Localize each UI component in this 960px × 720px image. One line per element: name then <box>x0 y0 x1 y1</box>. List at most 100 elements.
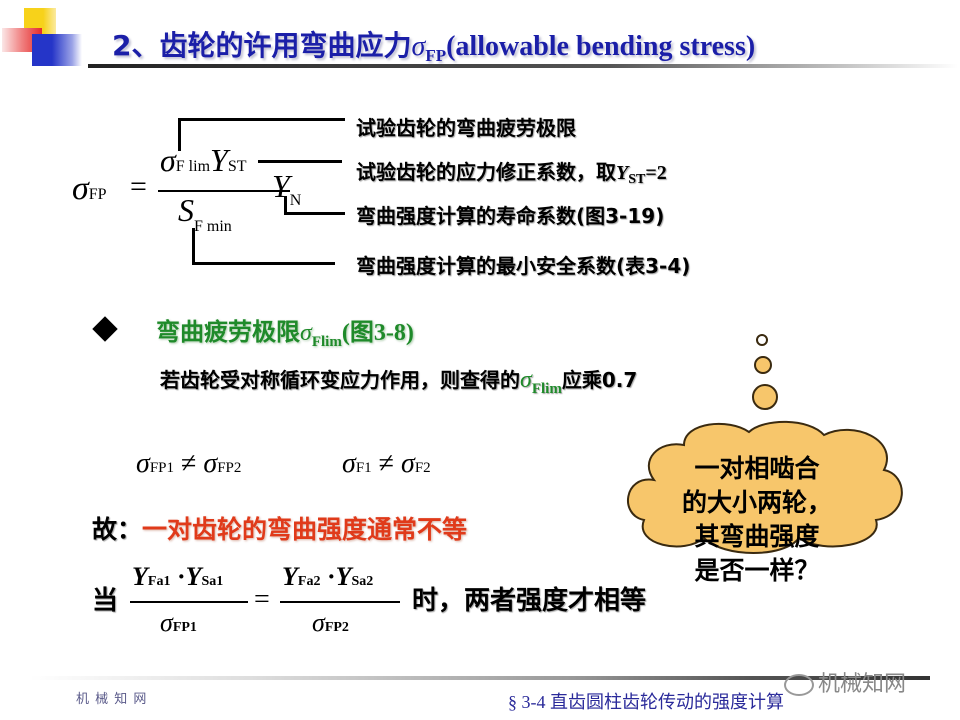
y-fa1-sub: Fa1 <box>147 574 171 589</box>
annotation-yn: 弯曲强度计算的寿命系数(图3-19) <box>356 204 665 228</box>
bracket-yst <box>258 160 342 163</box>
formula-equals: = <box>130 170 147 203</box>
ineq-op: ≠ <box>181 448 197 479</box>
inequality-f: σF1 ≠ σF2 <box>342 448 431 480</box>
y-fa1: Y <box>132 562 148 591</box>
bracket-flim <box>178 118 345 151</box>
watermark-text: 机械知网 <box>818 672 907 697</box>
condition-left-denominator: σFP1 <box>160 608 197 638</box>
annotation-yst-sub: ST <box>628 172 646 187</box>
sigma-symbol: σ <box>72 170 89 207</box>
bracket-yn <box>284 196 345 215</box>
thought-dot-large <box>752 384 778 410</box>
ineq-a-sub: F1 <box>355 460 372 476</box>
sigma-fp1: σ <box>160 608 173 637</box>
bullet-note: 若齿轮受对称循环变应力作用，则查得的σFlim应乘0.7 <box>160 364 637 398</box>
thought-dot-medium <box>754 356 772 374</box>
note-sym: σ <box>520 367 532 393</box>
callout-line: 一对相啮合 <box>694 454 820 483</box>
bullet-heading: 弯曲疲劳极限σFlim(图3-8) <box>156 312 414 351</box>
annotation-flim: 试验齿轮的弯曲疲劳极限 <box>356 116 576 140</box>
fraction-line <box>158 190 290 192</box>
callout-line: 其弯曲强度 <box>694 522 820 551</box>
footer-divider <box>30 676 930 680</box>
ineq-b-sub: F2 <box>414 460 431 476</box>
callout-line: 是否一样？ <box>694 556 820 585</box>
ineq-b: σ <box>203 448 218 479</box>
sigma-fp2-sub: FP2 <box>324 620 349 635</box>
sigma-fp1-sub: FP1 <box>172 620 197 635</box>
title-number: 2、 <box>112 29 160 62</box>
note-sym-sub: Flim <box>531 381 562 397</box>
thought-dot-small <box>756 334 768 346</box>
note-post: 应乘0.7 <box>561 368 638 392</box>
y-fa2: Y <box>282 562 298 591</box>
annotation-yst: 试验齿轮的应力修正系数，取YST=2 <box>356 156 667 188</box>
formula-lhs: σFP <box>72 170 107 208</box>
y-fa2-sub: Fa2 <box>297 574 321 589</box>
bullet-symbol: σ <box>300 320 312 346</box>
dot-operator: · <box>176 562 186 591</box>
condition-right-numerator: YFa2 ·YSa2 <box>282 562 373 592</box>
conclusion-text: 一对齿轮的弯曲强度通常不等 <box>142 515 468 544</box>
factor-y-sub: N <box>289 192 302 209</box>
den-s-sub: F min <box>194 218 232 235</box>
title-symbol: σ <box>411 31 426 62</box>
thought-cloud <box>614 420 914 564</box>
den-s: S <box>178 192 194 228</box>
condition-equals: = <box>254 584 270 615</box>
factor-y: Y <box>272 168 290 204</box>
note-pre: 若齿轮受对称循环变应力作用，则查得的 <box>160 368 520 392</box>
title-symbol-sub: FP <box>425 46 447 65</box>
bracket-sfmin <box>192 228 335 265</box>
callout-line: 的大小两轮， <box>681 488 832 517</box>
y-sa1: Y <box>185 562 202 591</box>
condition-suffix: 时，两者强度才相等 <box>412 586 647 616</box>
dot-operator: · <box>326 562 336 591</box>
title-underline <box>88 64 958 68</box>
wechat-icon <box>784 674 814 696</box>
annotation-yst-sym: Y <box>616 162 629 184</box>
annotation-sfmin: 弯曲强度计算的最小安全系数(表3-4) <box>356 254 691 278</box>
condition-prefix: 当 <box>92 586 119 616</box>
sigma-fp2: σ <box>312 608 325 637</box>
num-y: Y <box>210 142 228 178</box>
y-sa2-sub: Sa2 <box>351 574 374 589</box>
bullet-ref: (图3-8) <box>341 320 414 346</box>
bullet-symbol-sub: Flim <box>311 334 342 350</box>
num-sigma-sub: F lim <box>175 158 211 175</box>
watermark: 机械知网 <box>784 666 906 698</box>
formula-factor: YN <box>272 168 301 210</box>
ineq-a: σ <box>342 448 356 479</box>
fraction-line-left <box>130 601 248 603</box>
annotation-yst-text: 试验齿轮的应力修正系数，取 <box>356 160 616 184</box>
annotation-yst-tail: =2 <box>645 162 667 184</box>
callout-text: 一对相啮合 的大小两轮， 其弯曲强度 是否一样？ <box>672 452 842 588</box>
formula-denominator: SF min <box>178 192 232 236</box>
ineq-a-sub: FP1 <box>149 460 174 476</box>
bullet-diamond-icon <box>92 316 118 342</box>
condition-left-numerator: YFa1 ·YSa1 <box>132 562 223 592</box>
num-sigma: σ <box>160 142 176 178</box>
condition-right-denominator: σFP2 <box>312 608 349 638</box>
slide-title: 2、齿轮的许用弯曲应力σFP(allowable bending stress) <box>112 24 755 66</box>
footer-section-title: § 3-4 直齿圆柱齿轮传动的强度计算 <box>508 692 784 712</box>
title-cn: 齿轮的许用弯曲应力 <box>159 29 412 62</box>
title-en: (allowable bending stress) <box>446 31 756 62</box>
lhs-sub: FP <box>88 186 107 203</box>
logo-square-blue <box>32 34 82 66</box>
fraction-line-right <box>280 601 400 603</box>
formula-numerator: σF limYST <box>160 142 246 179</box>
y-sa1-sub: Sa1 <box>201 574 224 589</box>
bullet-heading-text: 弯曲疲劳极限 <box>156 318 300 346</box>
cloud-shape-icon <box>627 420 903 554</box>
conclusion-label: 故： <box>92 515 143 544</box>
y-sa2: Y <box>335 562 352 591</box>
ineq-op: ≠ <box>378 448 395 479</box>
footer-left-brand: 机 械 知 网 <box>76 692 148 707</box>
inequality-fp: σFP1 ≠ σFP2 <box>136 448 241 480</box>
ineq-b-sub: FP2 <box>217 460 242 476</box>
ineq-b: σ <box>401 448 415 479</box>
ineq-a: σ <box>136 448 150 479</box>
conclusion: 故：一对齿轮的弯曲强度通常不等 <box>92 510 467 546</box>
